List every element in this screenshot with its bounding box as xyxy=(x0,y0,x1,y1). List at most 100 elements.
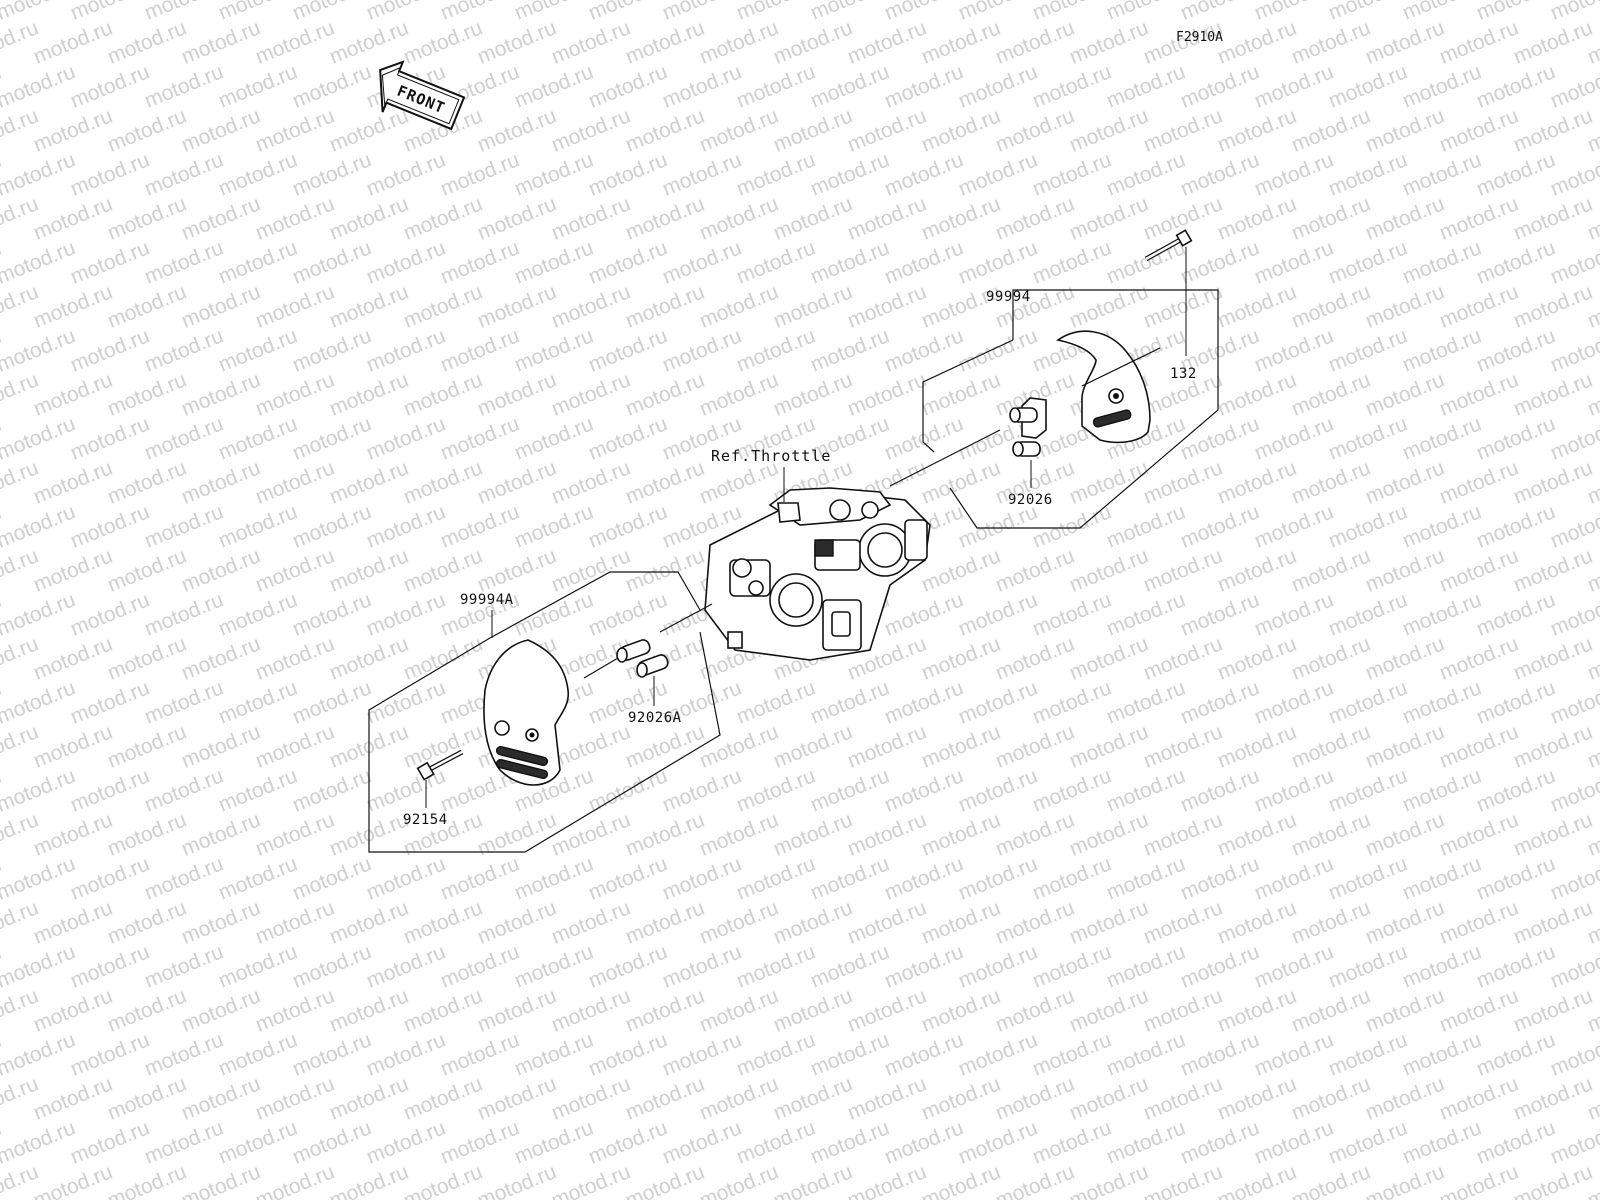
watermark-text: motod.ru xyxy=(289,940,374,992)
watermark-text: motod.ru xyxy=(1251,236,1336,288)
watermark-text: motod.ru xyxy=(1177,60,1262,112)
watermark-text: motod.ru xyxy=(696,368,781,420)
watermark-text: motod.ru xyxy=(1214,104,1299,156)
watermark-text: motod.ru xyxy=(807,0,892,25)
watermark-text: motod.ru xyxy=(1029,0,1114,25)
watermark-text: motod.ru xyxy=(104,456,189,508)
watermark-text: motod.ru xyxy=(992,16,1077,68)
watermark-text: motod.ru xyxy=(104,720,189,772)
watermark-text: motod.ru xyxy=(104,632,189,684)
watermark-text: motod.ru xyxy=(807,852,892,904)
watermark-text: motod.ru xyxy=(215,60,300,112)
watermark-text: motod.ru xyxy=(1288,368,1373,420)
watermark-text: motod.ru xyxy=(1214,544,1299,596)
watermark-text: motod.ru xyxy=(1399,588,1484,640)
right-cover xyxy=(1056,330,1151,444)
watermark-text: motod.ru xyxy=(992,544,1077,596)
watermark-text: motod.ru xyxy=(1399,1028,1484,1080)
watermark-text: motod.ru xyxy=(1510,808,1595,860)
watermark-text: motod.ru xyxy=(1029,60,1114,112)
watermark-text: motod.ru xyxy=(1325,676,1410,728)
collars-92026 xyxy=(1009,397,1047,457)
watermark-text: motod.ru xyxy=(1103,60,1188,112)
watermark-text: motod.ru xyxy=(659,1028,744,1080)
watermark-text: motod.ru xyxy=(289,764,374,816)
watermark-text: motod.ru xyxy=(1473,412,1558,464)
watermark-text: motod.ru xyxy=(178,192,263,244)
watermark-text: motod.ru xyxy=(511,940,596,992)
watermark-text: motod.ru xyxy=(1436,1160,1521,1200)
watermark-text: motod.ru xyxy=(1177,412,1262,464)
watermark-text: motod.ru xyxy=(1288,1160,1373,1200)
watermark-text: motod.ru xyxy=(992,192,1077,244)
watermark-text: motod.ru xyxy=(141,676,226,728)
watermark-text: motod.ru xyxy=(992,1072,1077,1124)
watermark-text: motod.ru xyxy=(1029,764,1114,816)
watermark-text: motod.ru xyxy=(992,104,1077,156)
watermark-text: motod.ru xyxy=(733,676,818,728)
watermark-text: motod.ru xyxy=(881,852,966,904)
watermark-text: motod.ru xyxy=(326,280,411,332)
watermark-text: motod.ru xyxy=(1066,104,1151,156)
watermark-text: motod.ru xyxy=(622,1160,707,1200)
watermark-text: motod.ru xyxy=(326,632,411,684)
watermark-text: motod.ru xyxy=(178,632,263,684)
watermark-text: motod.ru xyxy=(1362,104,1447,156)
watermark-text: motod.ru xyxy=(141,1116,226,1168)
watermark-text: motod.ru xyxy=(363,0,448,25)
watermark-text: motod.ru xyxy=(1029,588,1114,640)
watermark-text: motod.ru xyxy=(1103,1116,1188,1168)
watermark-text: motod.ru xyxy=(400,896,485,948)
watermark-text: motod.ru xyxy=(326,896,411,948)
watermark-text: motod.ru xyxy=(918,1160,1003,1200)
watermark-text: motod.ru xyxy=(511,236,596,288)
watermark-text: motod.ru xyxy=(474,1160,559,1200)
watermark-text: motod.ru xyxy=(400,1160,485,1200)
watermark-text: motod.ru xyxy=(1214,808,1299,860)
watermark-text: motod.ru xyxy=(67,1028,152,1080)
watermark-text: motod.ru xyxy=(1325,500,1410,552)
watermark-text: motod.ru xyxy=(585,236,670,288)
watermark-text: motod.ru xyxy=(474,1072,559,1124)
watermark-text: motod.ru xyxy=(1325,852,1410,904)
watermark-text: motod.ru xyxy=(955,500,1040,552)
watermark-text: motod.ru xyxy=(1362,1160,1447,1200)
watermark-text: motod.ru xyxy=(881,1116,966,1168)
watermark-text: motod.ru xyxy=(511,588,596,640)
watermark-text: motod.ru xyxy=(141,412,226,464)
watermark-text: motod.ru xyxy=(622,984,707,1036)
watermark-text: motod.ru xyxy=(30,544,115,596)
watermark-text: motod.ru xyxy=(363,940,448,992)
watermark-text: motod.ru xyxy=(1029,1116,1114,1168)
watermark-text: motod.ru xyxy=(807,60,892,112)
watermark-text: motod.ru xyxy=(770,192,855,244)
watermark-text: motod.ru xyxy=(1399,1116,1484,1168)
watermark-text: motod.ru xyxy=(881,764,966,816)
watermark-text: motod.ru xyxy=(363,324,448,376)
watermark-text: motod.ru xyxy=(252,368,337,420)
watermark-text: motod.ru xyxy=(1066,720,1151,772)
watermark-text: motod.ru xyxy=(622,544,707,596)
watermark-text: motod.ru xyxy=(1066,632,1151,684)
watermark-text: motod.ru xyxy=(622,808,707,860)
watermark-text: motod.ru xyxy=(1251,148,1336,200)
watermark-text: motod.ru xyxy=(252,808,337,860)
watermark-text: motod.ru xyxy=(1103,1028,1188,1080)
watermark-text: motod.ru xyxy=(1399,940,1484,992)
watermark-text: motod.ru xyxy=(659,852,744,904)
watermark-text: motod.ru xyxy=(548,456,633,508)
watermark-text: motod.ru xyxy=(1177,236,1262,288)
watermark-text: motod.ru xyxy=(289,236,374,288)
watermark-text: motod.ru xyxy=(30,280,115,332)
watermark-text: motod.ru xyxy=(881,60,966,112)
watermark-text: motod.ru xyxy=(1399,236,1484,288)
watermark-text: motod.ru xyxy=(807,236,892,288)
watermark-text: motod.ru xyxy=(1214,456,1299,508)
watermark-text: motod.ru xyxy=(585,148,670,200)
watermark-text: motod.ru xyxy=(215,852,300,904)
watermark-text: motod.ru xyxy=(1325,588,1410,640)
watermark-text: motod.ru xyxy=(67,236,152,288)
watermark-text: motod.ru xyxy=(252,632,337,684)
watermark-text: motod.ru xyxy=(585,852,670,904)
